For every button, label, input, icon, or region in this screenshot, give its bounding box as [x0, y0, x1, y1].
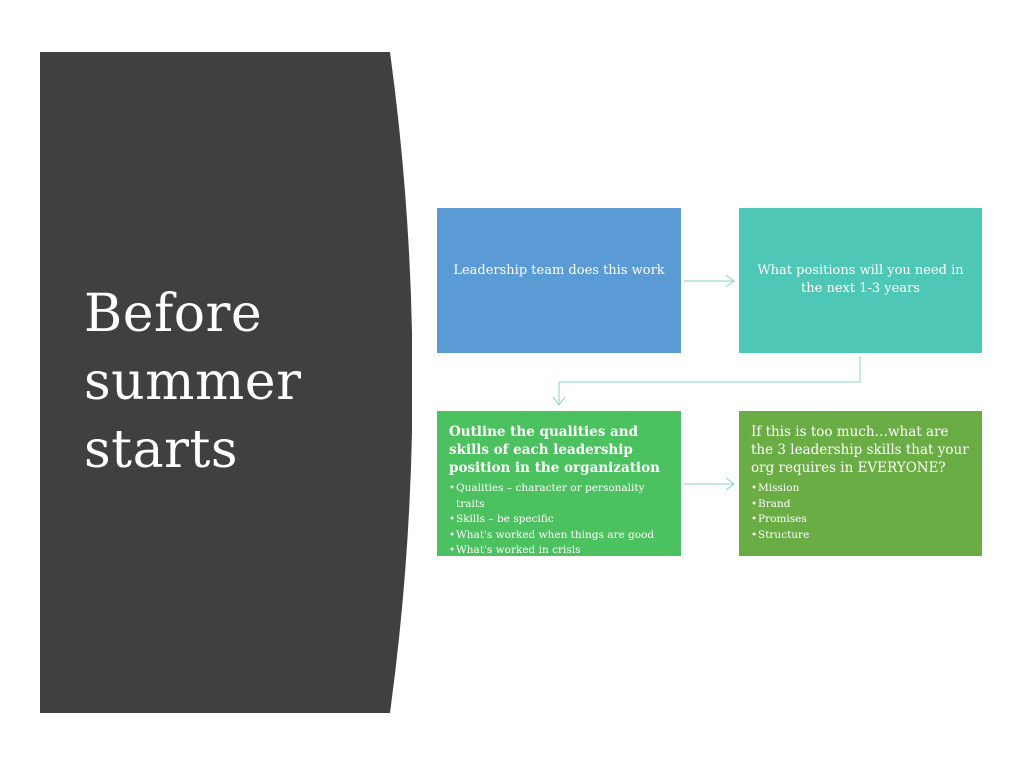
flow-step-4: If this is too much…what are the 3 leade… — [739, 411, 982, 556]
flow-step-text: Leadership team does this work — [453, 263, 665, 278]
bullet-list: Qualities – character or personality tra… — [437, 481, 681, 556]
flow-step-3: Outline the qualities and skills of each… — [437, 411, 681, 556]
title-line: Before — [84, 284, 263, 344]
list-item: Qualities – character or personality tra… — [449, 481, 673, 512]
list-item: Promises — [751, 512, 974, 528]
list-item: Structure — [751, 528, 974, 544]
arrow-right-icon — [684, 274, 735, 288]
elbow-arrow-down-icon — [552, 356, 861, 406]
flow-step-1: Leadership team does this work — [437, 208, 681, 353]
side-panel — [40, 52, 412, 713]
side-panel-shape — [40, 52, 412, 713]
slide-title: Before summer starts — [84, 280, 384, 484]
title-line: starts — [84, 420, 239, 480]
list-item: What's worked when things are good — [449, 528, 673, 544]
bullet-list: Mission Brand Promises Structure — [739, 481, 982, 543]
flow-step-heading: If this is too much…what are the 3 leade… — [751, 424, 969, 476]
flow-step-2: What positions will you need in the next… — [739, 208, 982, 353]
list-item: Brand — [751, 497, 974, 513]
title-line: summer — [84, 352, 302, 412]
list-item: What's worked in crisis — [449, 543, 673, 556]
list-item: Skills – be specific — [449, 512, 673, 528]
arrow-right-icon — [684, 477, 735, 491]
flow-step-text: What positions will you need in the next… — [757, 263, 964, 296]
list-item: Mission — [751, 481, 974, 497]
flow-step-heading: Outline the qualities and skills of each… — [449, 424, 660, 476]
